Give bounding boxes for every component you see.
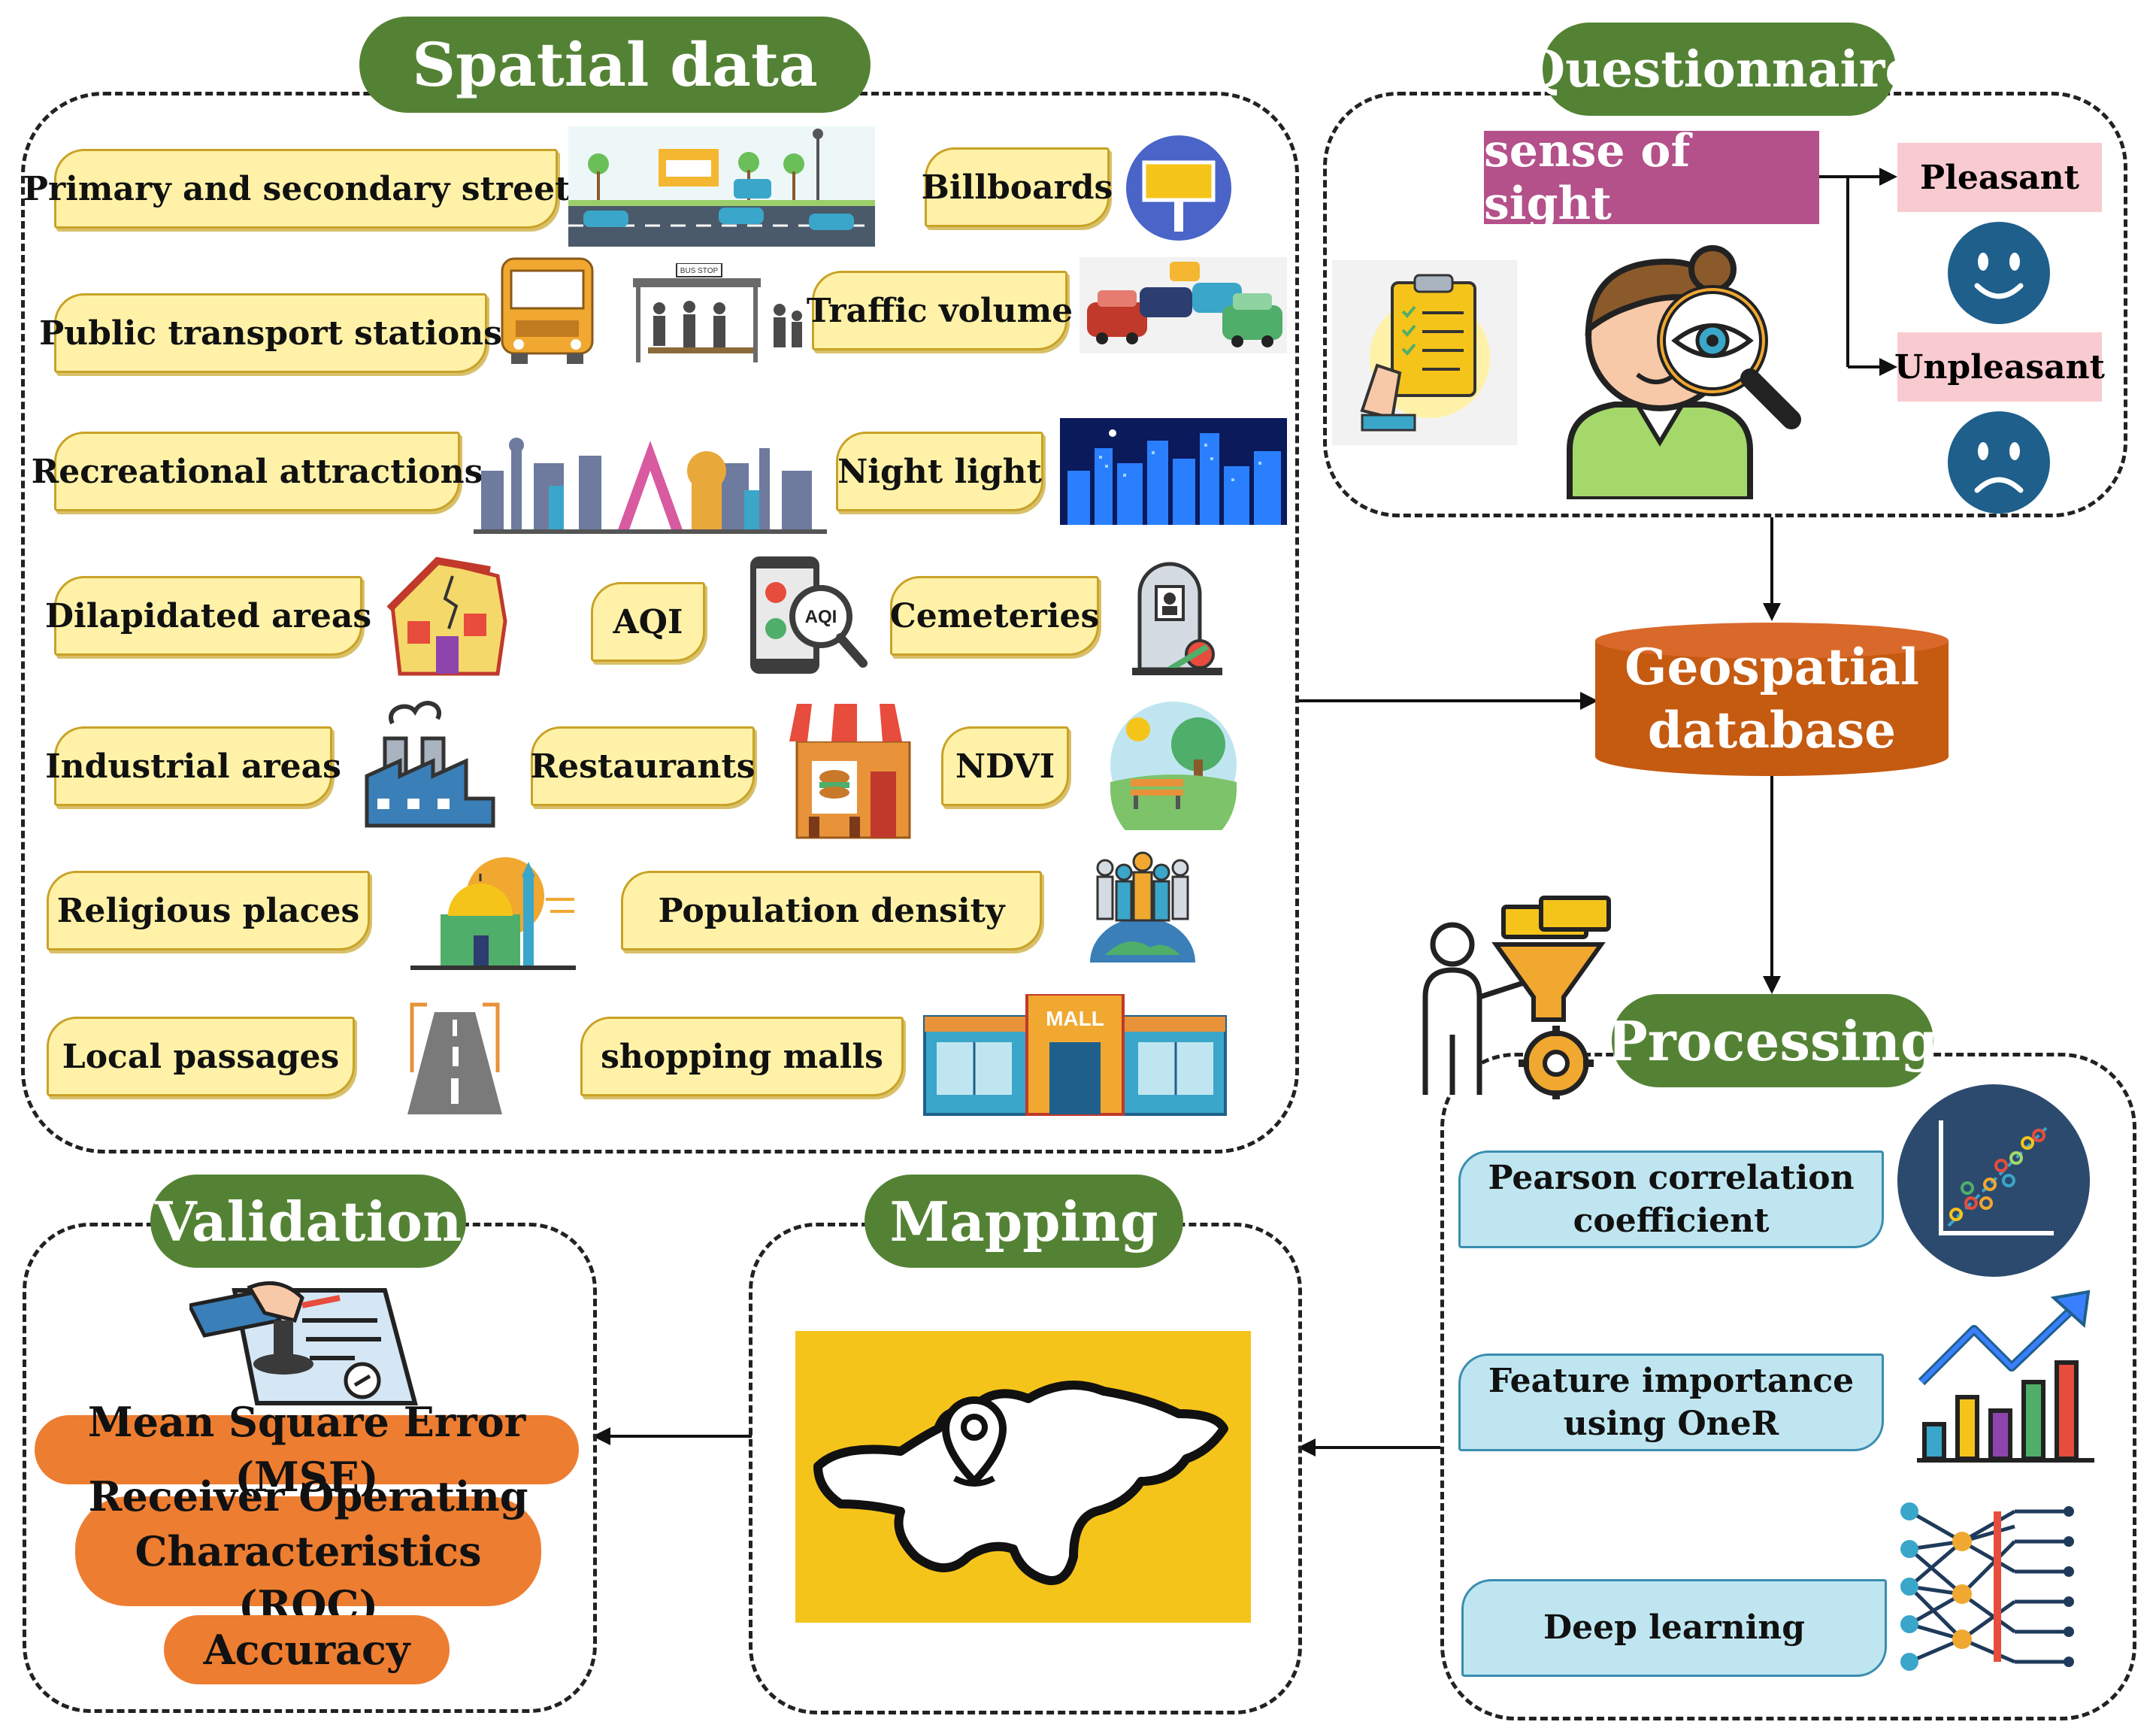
neural-network-icon bbox=[1894, 1496, 2081, 1683]
certificate-stamp-icon bbox=[189, 1275, 418, 1408]
label-feature-importance: Feature importance using OneR bbox=[1458, 1354, 1884, 1451]
label-cemeteries: Cemeteries bbox=[890, 576, 1099, 656]
sad-face-icon bbox=[1946, 409, 2052, 516]
sense-of-sight-box: sense of sight bbox=[1484, 125, 1819, 230]
spatial-data-title: Spatial data bbox=[359, 17, 871, 113]
road-icon bbox=[397, 997, 513, 1114]
factory-icon bbox=[362, 693, 498, 830]
mall-sign-text: MALL bbox=[1046, 1007, 1104, 1030]
city-landmarks-icon bbox=[474, 418, 827, 534]
geospatial-database-cylinder bbox=[1592, 621, 1952, 779]
clipboard-checklist-icon bbox=[1332, 260, 1517, 445]
label-deep-learning: Deep learning bbox=[1461, 1579, 1887, 1677]
label-passages: Local passages bbox=[47, 1017, 355, 1096]
label-aqi: AQI bbox=[591, 582, 705, 662]
roc-line1: Receiver Operating bbox=[88, 1472, 528, 1520]
metric-accuracy: Accuracy bbox=[164, 1615, 450, 1684]
map-with-pin-icon bbox=[795, 1331, 1251, 1623]
database-label-line1: Geospatial bbox=[1625, 638, 1919, 696]
label-nightlight: Night light bbox=[836, 432, 1043, 511]
label-dilapidated: Dilapidated areas bbox=[45, 576, 371, 656]
feature-line2: using OneR bbox=[1563, 1405, 1779, 1443]
smiley-face-icon bbox=[1946, 220, 2052, 326]
label-billboards: Billboards bbox=[922, 147, 1113, 227]
traffic-icon bbox=[1080, 257, 1287, 353]
population-icon bbox=[1083, 850, 1203, 970]
street-scene-icon bbox=[568, 126, 875, 247]
mapping-title: Mapping bbox=[865, 1175, 1183, 1268]
bus-icon bbox=[496, 254, 598, 365]
aqi-phone-icon: AQI bbox=[746, 553, 872, 678]
person-magnifier-icon bbox=[1540, 239, 1807, 499]
database-label-line2: database bbox=[1647, 701, 1897, 759]
label-religious: Religious places bbox=[47, 871, 370, 950]
bus-stop-sign: BUS STOP bbox=[680, 267, 719, 275]
processing-title: Processing bbox=[1607, 994, 1938, 1087]
roc-line2: Characteristics (ROC) bbox=[135, 1526, 482, 1630]
gravestone-icon bbox=[1125, 556, 1230, 677]
restaurant-icon bbox=[782, 689, 923, 839]
growth-bar-chart-icon bbox=[1914, 1284, 2097, 1465]
label-malls: shopping malls bbox=[580, 1017, 904, 1096]
feature-line1: Feature importance bbox=[1488, 1361, 1855, 1400]
validation-title: Validation bbox=[150, 1175, 466, 1268]
label-streets: Primary and secondary streets bbox=[23, 149, 589, 229]
bus-stop-icon: BUS STOP bbox=[618, 263, 806, 365]
label-pearson: Pearson correlation coefficient bbox=[1458, 1150, 1884, 1248]
questionnaire-title: Questionnaire bbox=[1522, 23, 1916, 116]
aqi-badge-text: AQI bbox=[805, 607, 837, 627]
deep-learning-text: Deep learning bbox=[1543, 1608, 1806, 1648]
label-traffic: Traffic volume bbox=[807, 271, 1073, 350]
label-transport: Public transport stations bbox=[39, 293, 502, 373]
label-industrial: Industrial areas bbox=[45, 726, 341, 806]
dilapidated-house-icon bbox=[385, 553, 513, 678]
pearson-line2: coefficient bbox=[1573, 1202, 1770, 1240]
pleasant-box: Pleasant bbox=[1897, 143, 2102, 212]
label-population: Population density bbox=[621, 871, 1042, 950]
label-ndvi: NDVI bbox=[941, 726, 1069, 806]
scatter-plot-icon bbox=[1896, 1083, 2091, 1278]
data-filter-person-icon bbox=[1413, 892, 1624, 1099]
billboard-icon bbox=[1123, 132, 1234, 244]
pearson-line1: Pearson correlation bbox=[1488, 1158, 1855, 1197]
label-recreation: Recreational attractions bbox=[32, 432, 483, 511]
night-city-icon bbox=[1060, 418, 1287, 525]
mall-icon: MALL bbox=[922, 994, 1228, 1116]
mosque-icon bbox=[410, 847, 576, 972]
park-icon bbox=[1108, 699, 1239, 830]
label-restaurants: Restaurants bbox=[531, 726, 755, 806]
metric-mse: Mean Square Error (MSE) bbox=[35, 1398, 579, 1501]
unpleasant-box: Unpleasant bbox=[1894, 332, 2105, 402]
